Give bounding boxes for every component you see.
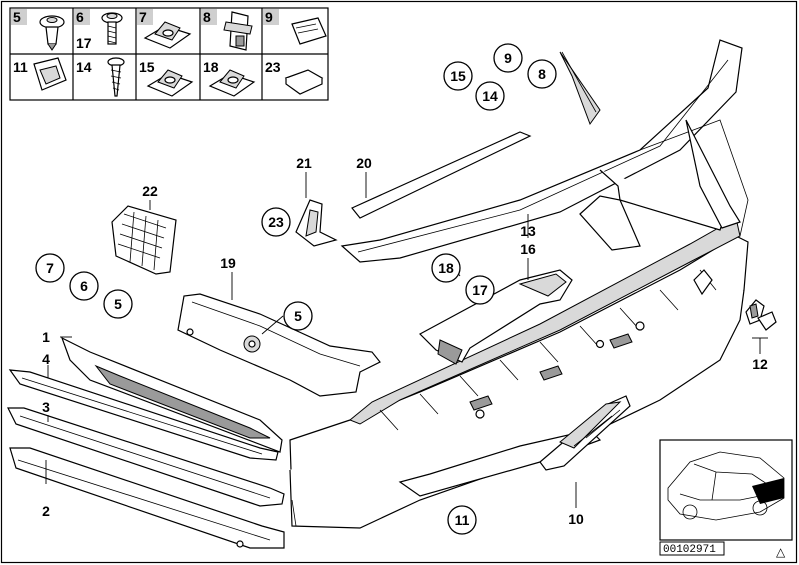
callout-2: 2 (42, 503, 50, 519)
reference-box (659, 541, 725, 556)
self-tapping-screw-icon (107, 57, 125, 97)
leader-lines (45, 172, 768, 508)
cell-label-17: 17 (76, 35, 92, 51)
grille-22 (111, 205, 177, 275)
cell-label-6: 6 (76, 9, 84, 25)
bracket-10 (539, 395, 631, 471)
bracket-clip-icon (223, 11, 253, 51)
spoiler-13 (340, 39, 743, 263)
callout-4: 4 (42, 351, 50, 367)
callout-23: 23 (268, 214, 284, 230)
cell-label-7: 7 (139, 9, 147, 25)
callout-1: 1 (42, 329, 50, 345)
part-12 (745, 299, 777, 331)
callout-16: 16 (520, 241, 536, 257)
clip-icon (33, 57, 67, 91)
clip-nut-icon-2 (146, 69, 194, 97)
pad-icon (291, 17, 327, 45)
small-parts-table: 5 6 7 8 9 17 11 14 15 18 23 (9, 7, 329, 101)
callout-9: 9 (504, 50, 512, 66)
callout-10: 10 (568, 511, 584, 527)
screw-icon (101, 12, 123, 45)
callout-18: 18 (438, 260, 454, 276)
callout-13: 13 (520, 223, 536, 239)
warning-triangle-icon: △ (776, 545, 786, 559)
callout-3: 3 (42, 399, 50, 415)
trim-strip-20 (351, 131, 532, 219)
callout-14: 14 (482, 88, 498, 104)
cell-label-15: 15 (139, 59, 155, 75)
clip-nut-icon (143, 21, 192, 49)
callout-11: 11 (455, 512, 470, 528)
cell-label-8: 8 (203, 9, 211, 25)
bracket-16 (419, 269, 573, 365)
rivet-icon (39, 15, 65, 51)
callout-5-a: 5 (294, 308, 302, 324)
callout-21: 21 (296, 155, 312, 171)
callout-5-b: 5 (114, 296, 122, 312)
cell-label-14: 14 (76, 59, 92, 75)
callout-8: 8 (538, 66, 546, 82)
cell-label-5: 5 (13, 9, 21, 25)
reference-number: 00102971 (663, 544, 716, 556)
callout-19: 19 (220, 255, 236, 271)
inner-trim-19 (177, 293, 381, 397)
pad-stack-icon (284, 69, 324, 95)
car-thumbnail (659, 439, 793, 541)
callout-20: 20 (356, 155, 372, 171)
callout-22: 22 (142, 183, 158, 199)
bumper-body-11 (289, 119, 749, 529)
cell-label-9: 9 (265, 9, 273, 25)
callout-17: 17 (472, 282, 488, 298)
callout-15: 15 (450, 68, 466, 84)
cell-label-11: 11 (13, 59, 28, 75)
side-trim-inner (94, 364, 271, 439)
cell-label-18: 18 (203, 59, 219, 75)
callout-6: 6 (80, 278, 88, 294)
callout-12: 12 (752, 356, 768, 372)
callout-circles (35, 43, 557, 535)
cell-label-23: 23 (265, 59, 281, 75)
callout-7: 7 (46, 260, 54, 276)
clip-nut-icon-3 (208, 69, 256, 97)
